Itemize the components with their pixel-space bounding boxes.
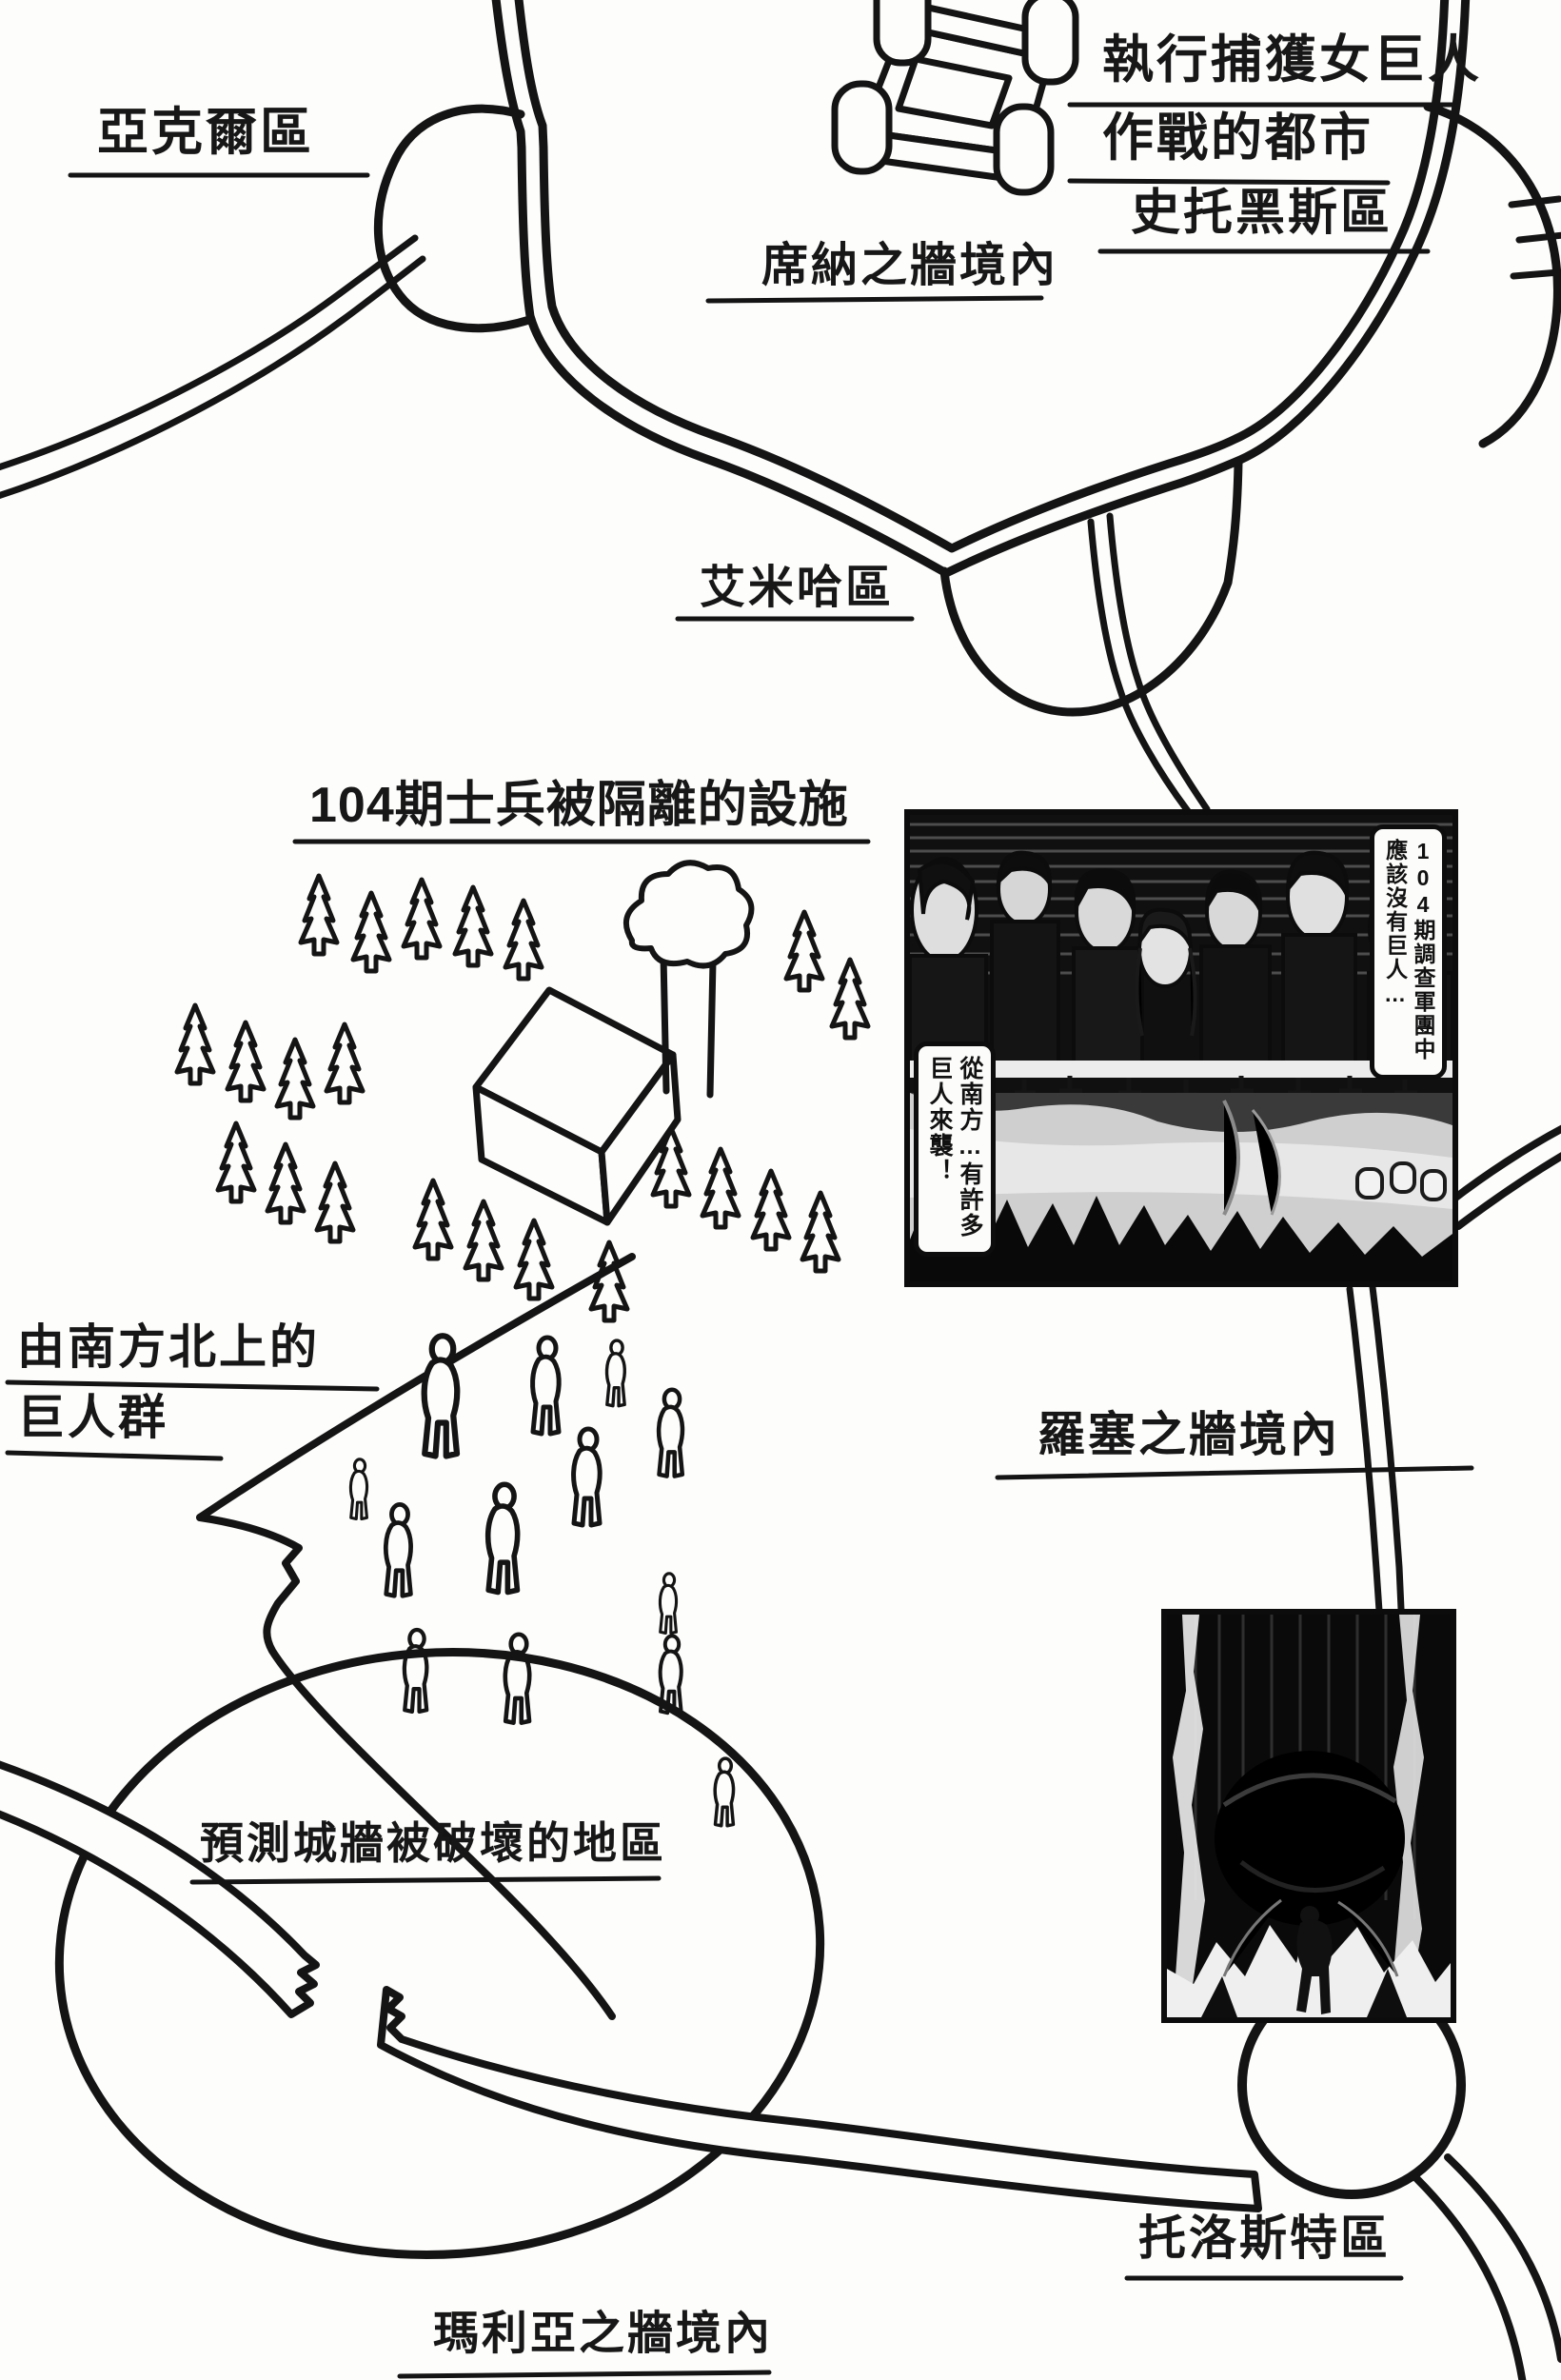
road-rose-gate: [1346, 1283, 1405, 1615]
big-tree-icon: [622, 860, 755, 1099]
road-ehrmich: [1087, 512, 1211, 815]
label-yarckel-district: 亞克爾區: [97, 104, 314, 161]
label-wall-maria: 瑪利亞之牆境內: [433, 2309, 774, 2359]
label-stohess-district: 史托黑斯區: [1131, 186, 1393, 241]
label-operation-city-line2: 作戰的都市: [1102, 109, 1373, 167]
stohess-gate-ticks: [1508, 195, 1561, 280]
castle-icon: [831, 0, 1079, 196]
wall-rose-broken: [0, 1760, 1262, 2212]
speech-bubble-left: 從南方…有許多巨人來襲！: [914, 1041, 996, 1257]
road-yarckel: [0, 234, 426, 500]
label-wall-sina: 席納之牆境內: [761, 240, 1059, 291]
titan-figures: [348, 1336, 736, 1828]
breach-panel-art: [1167, 1615, 1451, 2017]
district-yarckel: [373, 104, 534, 333]
speech-bubble-right: 104期調查軍團中應該沒有巨人…: [1370, 824, 1447, 1080]
titan-arrow: [196, 1253, 636, 2020]
label-titans-south-line1: 由南方北上的: [17, 1320, 320, 1374]
wall-rose-fragment: [1447, 1124, 1561, 1230]
label-trost-district: 托洛斯特區: [1138, 2211, 1391, 2265]
manga-panel-recon: 104期調查軍團中應該沒有巨人… 從南方…有許多巨人來襲！: [904, 809, 1458, 1287]
breach-ellipse: [54, 1648, 825, 2259]
label-predicted-breach: 預測城牆被破壞的地區: [200, 1818, 666, 1868]
district-ehrmich: [939, 458, 1243, 717]
recon-panel-art: [910, 815, 1452, 1281]
label-underlines: [5, 102, 1474, 2379]
label-operation-city-line1: 執行捕獲女巨人: [1102, 31, 1482, 89]
label-titans-south-line2: 巨人群: [17, 1391, 168, 1444]
manga-panel-breach: [1161, 1609, 1456, 2023]
road-trost: [1413, 2153, 1561, 2380]
label-wall-rose: 羅塞之牆境內: [1037, 1408, 1340, 1461]
label-facility-104: 104期士兵被隔離的設施: [309, 778, 849, 833]
facility-house-icon: [472, 986, 682, 1226]
district-stohess: [1423, 102, 1561, 448]
label-ehrmich-district: 艾米哈區: [700, 563, 895, 613]
